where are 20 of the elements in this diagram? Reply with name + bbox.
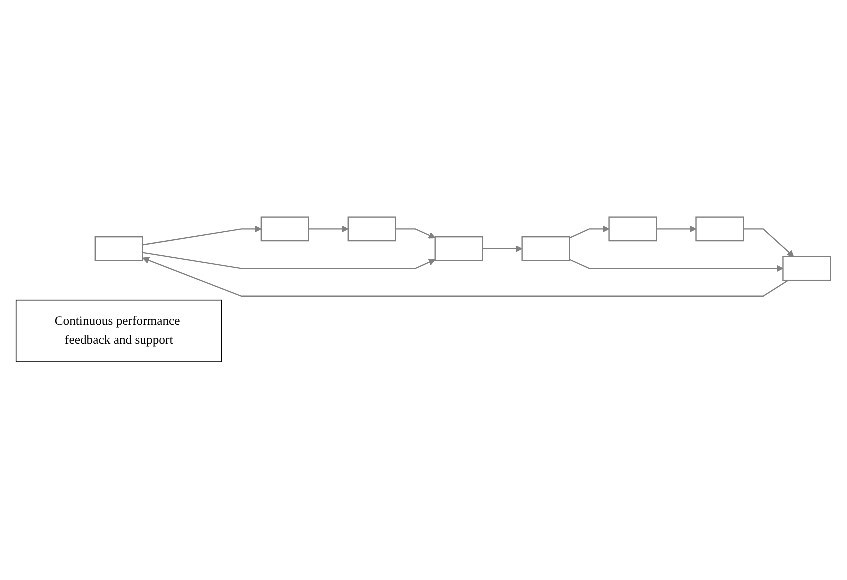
node-box [608,217,658,242]
arrow [656,226,697,233]
node-box [348,217,396,242]
arrow [142,252,436,270]
node-box [522,236,570,262]
arrow [142,257,789,298]
arrow [744,228,794,258]
node-box [260,217,310,242]
arrow [308,226,349,233]
node-box [16,300,222,363]
node-box [434,236,484,262]
arrow [570,226,610,240]
node-box [94,236,144,262]
arrow [570,260,784,273]
node-box [782,256,832,282]
node-box [696,217,744,242]
arrow [482,246,523,253]
arrow [142,226,262,246]
arrow [396,228,436,240]
flowchart-drawing: Continuous performance feedback and support [10,211,837,369]
